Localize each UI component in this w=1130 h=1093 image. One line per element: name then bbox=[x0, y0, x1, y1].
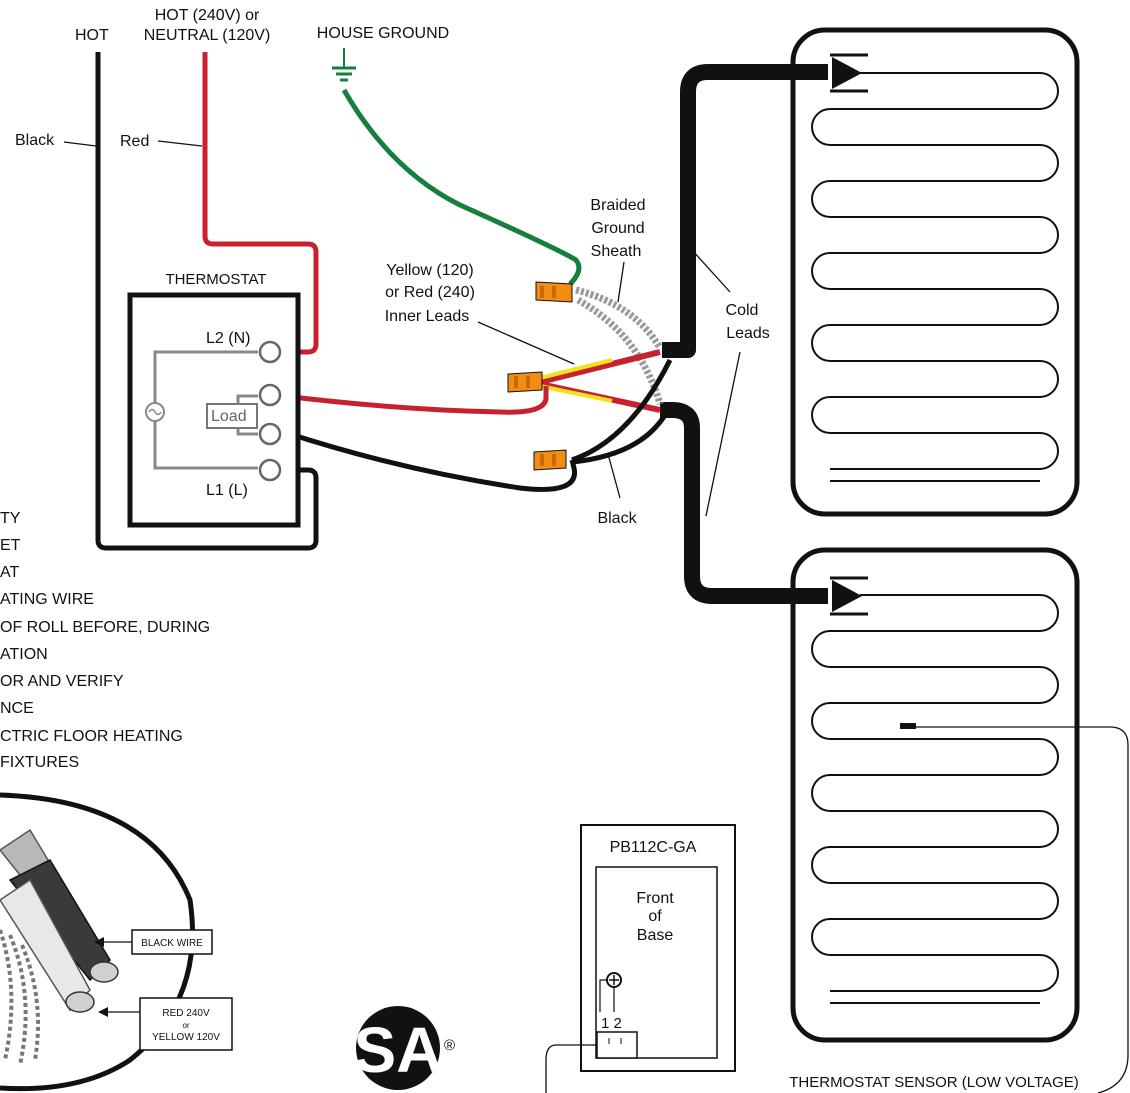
label-inner-leads: Inner Leads bbox=[385, 308, 470, 325]
terminal-numbers: 1 2 bbox=[601, 1015, 622, 1032]
wire-nut-icon bbox=[535, 281, 573, 303]
leader-line bbox=[63, 141, 97, 147]
heating-mat-top bbox=[790, 27, 1080, 517]
front-of-base-label: of bbox=[648, 908, 662, 925]
terminal-load-2 bbox=[258, 422, 282, 446]
inner-lead-yellow bbox=[539, 384, 613, 403]
note-line: OR AND VERIFY bbox=[0, 673, 124, 690]
label-black-lead: Black bbox=[597, 510, 637, 527]
load-black-wire bbox=[283, 429, 578, 492]
terminal-load-1 bbox=[258, 383, 282, 407]
heating-cable-serpentine-top bbox=[811, 72, 1059, 482]
label-braided-sheath: Braided bbox=[590, 197, 645, 214]
svg-text:SA: SA bbox=[354, 1014, 443, 1086]
leader-line bbox=[157, 140, 203, 147]
black-lead bbox=[571, 358, 673, 463]
leader-line bbox=[477, 321, 575, 365]
sensor-terminal-block bbox=[596, 1031, 638, 1059]
wire-nut-icon bbox=[533, 449, 567, 471]
label-hot-or-neutral: HOT (240V) or bbox=[155, 7, 260, 24]
registered-mark: ® bbox=[444, 1037, 455, 1054]
cold-lead-top bbox=[662, 64, 828, 358]
label-inner-leads: Yellow (120) bbox=[386, 262, 473, 279]
note-line: NCE bbox=[0, 700, 34, 717]
label-inner-leads: or Red (240) bbox=[385, 284, 475, 301]
callout-arrow-icon bbox=[94, 937, 104, 947]
braided-ground-sheath bbox=[575, 286, 664, 350]
callout-black-wire-label: BLACK WIRE bbox=[141, 938, 203, 949]
label-cold-leads: Cold bbox=[726, 302, 759, 319]
leader-line bbox=[691, 249, 731, 293]
connection-arrow-icon bbox=[830, 576, 868, 616]
note-line: OF ROLL BEFORE, DURING bbox=[0, 619, 210, 636]
leader-line bbox=[705, 351, 741, 517]
callout-box-black-wire bbox=[131, 929, 213, 955]
note-line: AT bbox=[0, 564, 19, 581]
note-line: CTRIC FLOOR HEATING bbox=[0, 728, 183, 745]
label-house-ground: HOUSE GROUND bbox=[317, 25, 449, 42]
terminal-l1 bbox=[258, 458, 282, 482]
leader-line bbox=[617, 261, 625, 303]
inner-lead-red bbox=[539, 349, 661, 385]
note-line: ATING WIRE bbox=[0, 591, 94, 608]
note-line: FIXTURES bbox=[0, 754, 79, 771]
hot-wire-black bbox=[95, 52, 319, 551]
callout-red-wire-label: YELLOW 120V bbox=[152, 1032, 220, 1043]
connection-arrow-icon bbox=[830, 53, 868, 93]
red-supply-wire bbox=[202, 52, 319, 355]
label-cold-leads: Leads bbox=[726, 325, 770, 342]
load-box bbox=[206, 403, 258, 429]
cold-lead-bottom bbox=[660, 402, 828, 604]
callout-arrow-icon bbox=[98, 1007, 108, 1017]
inner-lead-yellow bbox=[539, 358, 613, 380]
label-hot: HOT bbox=[75, 27, 109, 44]
sensor-base-title: PB112C-GA bbox=[610, 839, 697, 856]
leader-line bbox=[607, 453, 621, 499]
thermostat-unit bbox=[127, 292, 301, 528]
thermostat-sensor-wire bbox=[900, 726, 1129, 1093]
note-line: ATION bbox=[0, 646, 48, 663]
label-braided-sheath: Ground bbox=[591, 220, 644, 237]
load-red-wire bbox=[283, 386, 549, 415]
black-lead bbox=[571, 413, 668, 465]
heating-mat-bottom bbox=[790, 547, 1080, 1043]
note-line: ET bbox=[0, 537, 21, 554]
callout-box-red-wire bbox=[139, 997, 233, 1051]
terminal-l2 bbox=[258, 340, 282, 364]
label-red-wire: Red bbox=[120, 133, 149, 150]
label-hot-or-neutral: NEUTRAL (120V) bbox=[144, 27, 271, 44]
label-load: Load bbox=[211, 408, 247, 425]
label-l2: L2 (N) bbox=[206, 330, 250, 347]
callout-red-wire-label: or bbox=[182, 1021, 189, 1030]
ground-wire-green bbox=[341, 88, 582, 286]
ground-screw-icon bbox=[606, 972, 622, 988]
front-of-base-label: Base bbox=[637, 927, 674, 944]
thermostat-sensor-wire bbox=[545, 1044, 597, 1093]
heating-cable-serpentine-bottom bbox=[811, 594, 1059, 1004]
label-l1: L1 (L) bbox=[206, 482, 248, 499]
wire-nut-icon bbox=[507, 371, 543, 393]
notes-list: TY ET AT ATING WIRE OF ROLL BEFORE, DURI… bbox=[0, 510, 210, 771]
sensor-caption: THERMOSTAT SENSOR (LOW VOLTAGE) bbox=[789, 1074, 1078, 1091]
ground-symbol-icon bbox=[332, 48, 356, 82]
csa-logo: SA ® bbox=[354, 1006, 455, 1093]
sensor-base-unit: PB112C-GA Front of Base 1 2 bbox=[580, 824, 736, 1072]
note-line: TY bbox=[0, 510, 21, 527]
callout-red-wire-label: RED 240V bbox=[162, 1008, 210, 1019]
floor-sensor-probe bbox=[900, 723, 916, 729]
label-black-wire: Black bbox=[15, 132, 55, 149]
label-thermostat: THERMOSTAT bbox=[165, 271, 266, 288]
label-braided-sheath: Sheath bbox=[591, 243, 642, 260]
front-of-base-label: Front bbox=[636, 890, 674, 907]
